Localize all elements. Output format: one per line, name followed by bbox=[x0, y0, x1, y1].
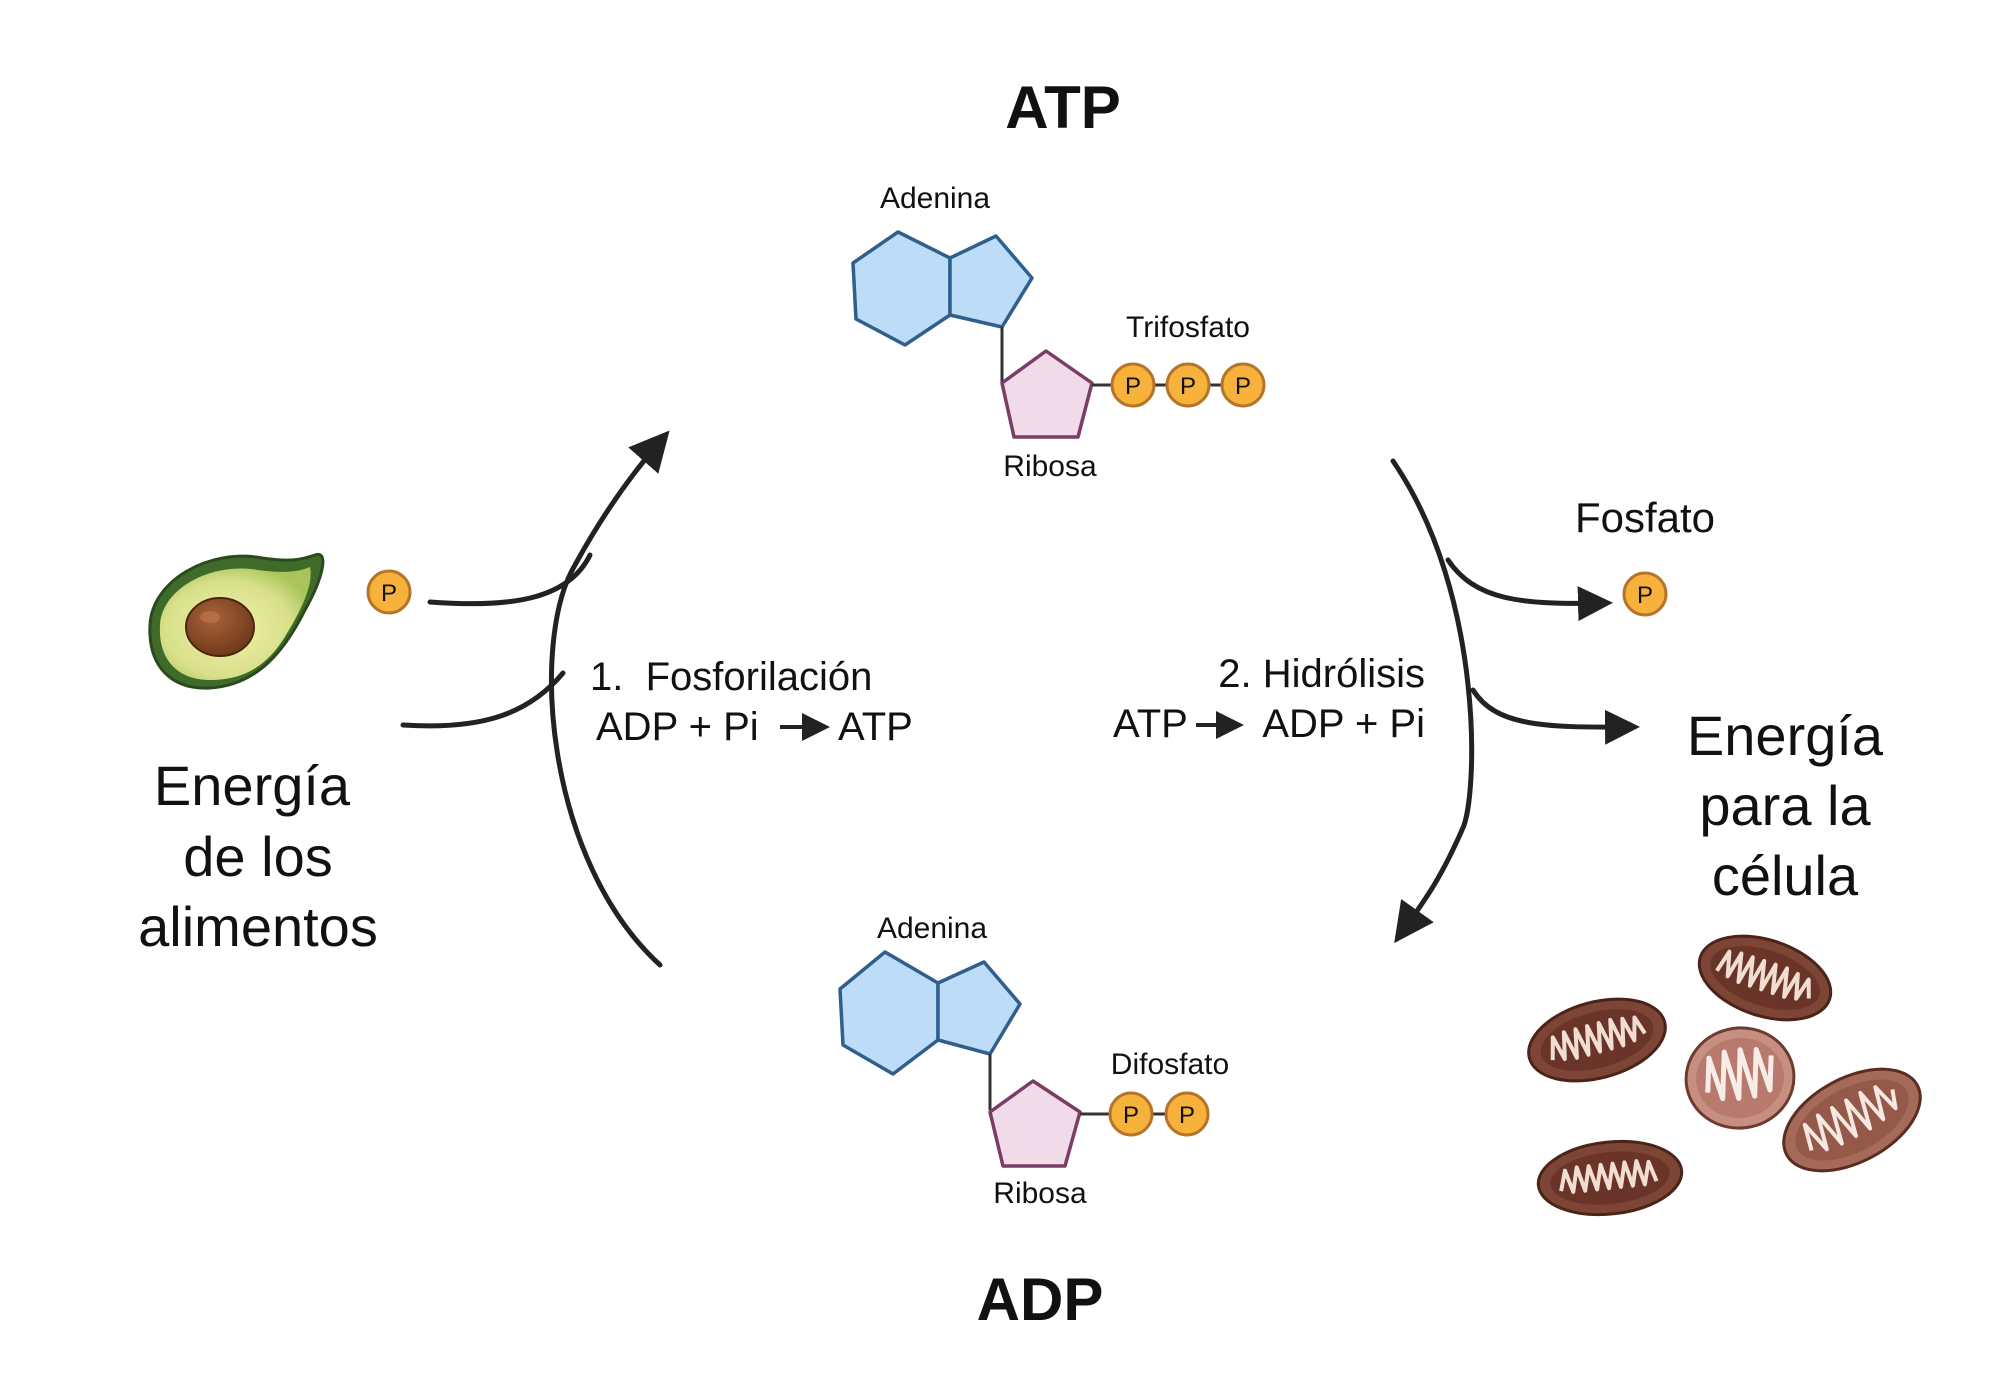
atp-phosphate-label: Trifosfato bbox=[1126, 311, 1250, 344]
mitochondria-icon bbox=[1527, 934, 1922, 1217]
atp-adenine-pentagon bbox=[948, 234, 1034, 329]
adp-phosphate-1: P bbox=[1108, 1091, 1154, 1137]
phosphorylation-step: 1. Fosforilación ADP + Pi ATP bbox=[590, 655, 913, 749]
atp-phosphate-1: P bbox=[1110, 362, 1156, 408]
cell-energy-line-1: Energía bbox=[1687, 704, 1884, 767]
adp-title: ADP bbox=[977, 1266, 1104, 1333]
adp-ribose-label: Ribosa bbox=[993, 1177, 1087, 1210]
adp-adenine-hexagon bbox=[838, 950, 940, 1076]
food-energy-label: Energía de los alimentos bbox=[138, 754, 378, 958]
hydrolysis-cycle-arrow bbox=[1390, 458, 1475, 944]
mitochondrion-5 bbox=[1536, 1139, 1684, 1217]
adp-adenine-label: Adenina bbox=[877, 912, 987, 945]
cell-energy-release-arrow bbox=[1470, 687, 1640, 745]
phosphorylation-equation-right: ATP bbox=[838, 705, 913, 749]
mitochondrion-4 bbox=[1782, 1067, 1922, 1173]
adp-phosphate-label: Difosfato bbox=[1111, 1048, 1229, 1081]
food-energy-line-1: Energía bbox=[154, 754, 351, 817]
phosphorylation-title: 1. Fosforilación bbox=[590, 655, 872, 699]
food-energy-line-2: de los bbox=[183, 825, 332, 888]
adp-ribose-pentagon bbox=[988, 1079, 1082, 1168]
mitochondrion-1 bbox=[1697, 934, 1833, 1022]
food-energy-phosphate: P bbox=[366, 569, 412, 615]
cell-energy-line-2: para la bbox=[1699, 774, 1871, 837]
mitochondrion-2 bbox=[1527, 997, 1667, 1083]
food-energy-input-arrow-upper bbox=[427, 552, 593, 607]
svg-text:P: P bbox=[381, 580, 397, 607]
svg-text:P: P bbox=[1180, 373, 1196, 400]
svg-text:P: P bbox=[1125, 373, 1141, 400]
hydrolysis-equation-right: ADP + Pi bbox=[1262, 702, 1425, 746]
phosphorylation-cycle-arrow bbox=[549, 430, 670, 968]
atp-adenine-hexagon bbox=[851, 230, 952, 347]
svg-text:P: P bbox=[1235, 373, 1251, 400]
atp-title: ATP bbox=[1005, 74, 1121, 141]
cell-energy-label: Energía para la célula bbox=[1687, 704, 1884, 907]
atp-phosphate-2: P bbox=[1165, 362, 1211, 408]
phosphate-release-arrow bbox=[1445, 557, 1613, 622]
released-phosphate-label: Fosfato bbox=[1575, 494, 1715, 541]
adp-phosphate-2: P bbox=[1164, 1091, 1210, 1137]
atp-ribose-label: Ribosa bbox=[1003, 450, 1097, 483]
food-energy-input-arrow-lower bbox=[400, 670, 566, 729]
released-phosphate: P bbox=[1622, 571, 1668, 617]
adp-molecule: Adenina Ribosa Difosfato P P bbox=[838, 912, 1229, 1210]
atp-phosphate-3: P bbox=[1220, 362, 1266, 408]
cell-energy-line-3: célula bbox=[1712, 844, 1859, 907]
atp-adenine-label: Adenina bbox=[880, 182, 990, 215]
svg-text:P: P bbox=[1637, 582, 1653, 609]
phosphorylation-equation-left: ADP + Pi bbox=[596, 705, 759, 749]
hydrolysis-step: 2. Hidrólisis ATP ADP + Pi bbox=[1113, 652, 1425, 746]
svg-text:P: P bbox=[1123, 1102, 1139, 1129]
avocado-icon bbox=[148, 553, 325, 690]
atp-molecule: Adenina Ribosa Trifosfato P P P bbox=[851, 182, 1266, 483]
adp-adenine-pentagon bbox=[936, 960, 1022, 1056]
hydrolysis-title: 2. Hidrólisis bbox=[1218, 652, 1425, 696]
atp-ribose-pentagon bbox=[1000, 349, 1094, 439]
svg-text:P: P bbox=[1179, 1102, 1195, 1129]
hydrolysis-equation-left: ATP bbox=[1113, 702, 1188, 746]
mitochondrion-3 bbox=[1684, 1026, 1796, 1130]
food-energy-line-3: alimentos bbox=[138, 895, 378, 958]
